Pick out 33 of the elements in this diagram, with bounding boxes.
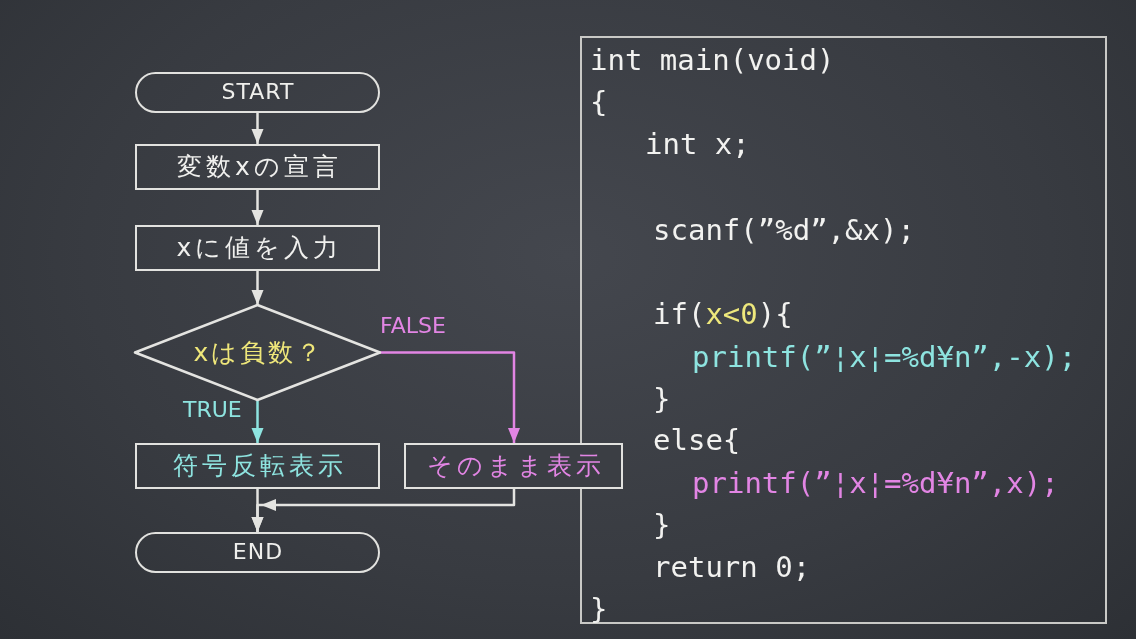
node-label: xに値を入力 bbox=[175, 233, 343, 263]
node-label: START bbox=[220, 79, 295, 106]
code-line: else{ bbox=[653, 422, 741, 459]
node-label: 変数xの宣言 bbox=[176, 152, 342, 182]
code-line: int x; bbox=[645, 126, 750, 163]
arrow bbox=[251, 271, 264, 305]
node-label: 符号反転表示 bbox=[171, 451, 347, 481]
code-line: scanf(”%d”,&x); bbox=[653, 212, 915, 249]
terminal-shape bbox=[135, 72, 380, 113]
node-label: そのまま表示 bbox=[425, 451, 605, 481]
arrow bbox=[251, 190, 264, 225]
code-line: } bbox=[590, 591, 608, 628]
terminal-shape bbox=[135, 532, 380, 573]
code-line: return 0; bbox=[653, 549, 811, 586]
code-line: printf(”¦x¦=%d¥n”,x); bbox=[692, 465, 1059, 502]
code-line: if(x<0){ bbox=[653, 296, 793, 333]
code-line: } bbox=[653, 507, 671, 544]
process-box bbox=[135, 443, 380, 489]
code-line: } bbox=[653, 381, 671, 418]
decision-diamond bbox=[135, 305, 380, 400]
code-line: printf(”¦x¦=%d¥n”,-x); bbox=[692, 339, 1077, 376]
edge-label: TRUE bbox=[183, 397, 242, 423]
node-label: xは負数？ bbox=[192, 337, 325, 368]
node-label: END bbox=[231, 539, 284, 566]
process-box bbox=[135, 144, 380, 190]
process-box bbox=[404, 443, 623, 489]
code-line: { bbox=[590, 84, 608, 121]
arrow bbox=[251, 113, 264, 144]
code-line: int main(void) bbox=[590, 42, 835, 79]
arrow bbox=[380, 351, 520, 443]
edge-label: FALSE bbox=[380, 313, 446, 339]
process-box bbox=[135, 225, 380, 271]
arrow bbox=[251, 400, 264, 443]
